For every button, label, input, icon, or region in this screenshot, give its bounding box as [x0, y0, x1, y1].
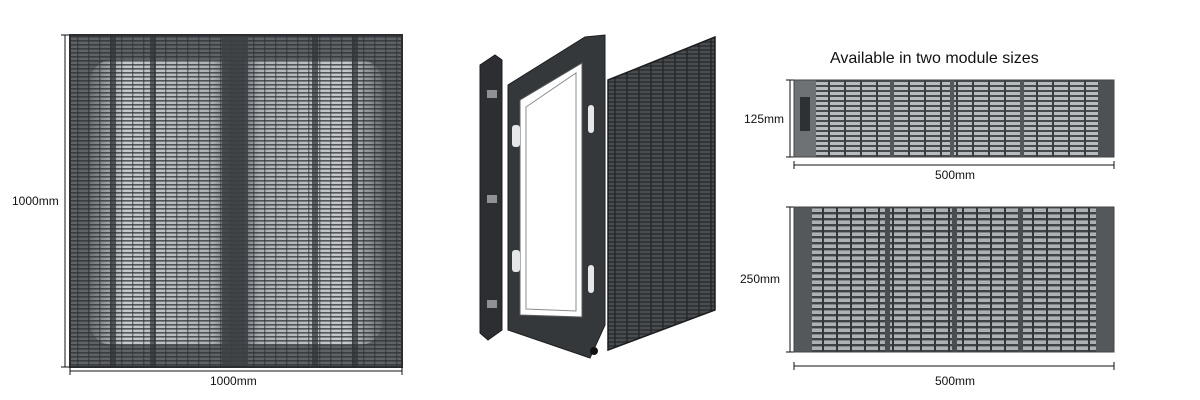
cabinet-panel-illustration	[61, 34, 403, 375]
exploded-cabinet-illustration	[479, 34, 716, 359]
module-large-width-label: 500mm	[935, 374, 976, 388]
module-small-height-label: 125mm	[744, 112, 785, 126]
module-small-illustration	[786, 79, 1115, 169]
module-sizes-heading: Available in two module sizes	[830, 50, 1039, 67]
module-large-height-label: 250mm	[740, 272, 781, 286]
exploded-cabinet-view	[470, 25, 720, 370]
cabinet-width-label: 1000mm	[210, 374, 257, 388]
module-small-width-label: 500mm	[935, 168, 976, 182]
module-large-view	[780, 200, 1120, 380]
cabinet-panel-view	[0, 0, 410, 400]
module-small-view	[780, 75, 1120, 185]
module-large-illustration	[786, 206, 1115, 370]
cabinet-height-label: 1000mm	[12, 194, 59, 208]
